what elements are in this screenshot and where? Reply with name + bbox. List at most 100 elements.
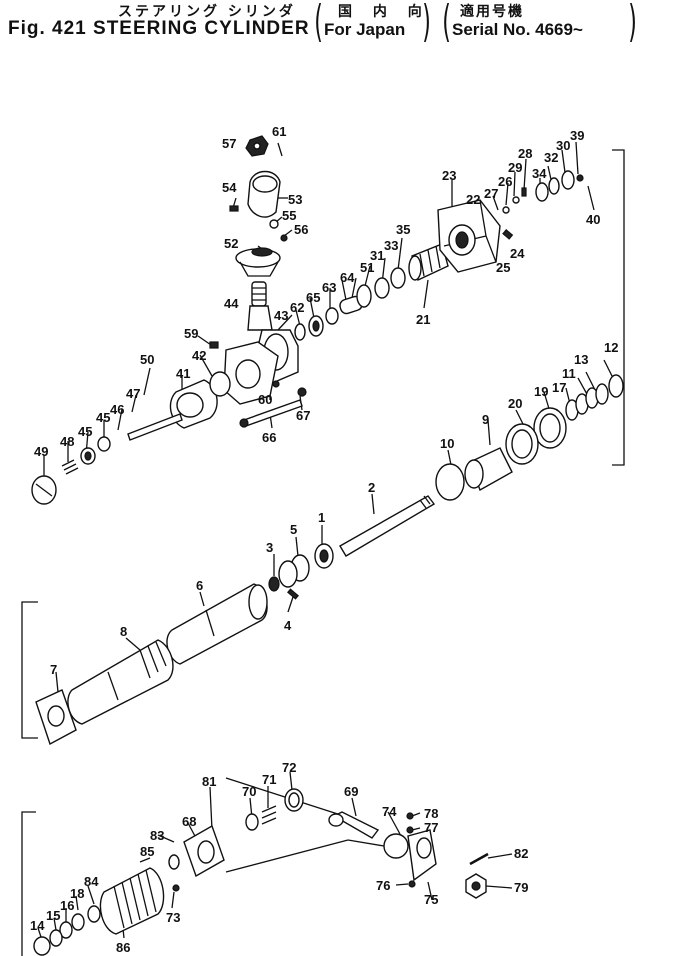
callout-83: 83 bbox=[150, 828, 164, 843]
callout-82: 82 bbox=[514, 846, 528, 861]
callout-74: 74 bbox=[382, 804, 397, 819]
callout-45-duplicate: 45 bbox=[78, 424, 92, 439]
callout-66: 66 bbox=[262, 430, 276, 445]
callout-77: 77 bbox=[424, 820, 438, 835]
part-oring-10 bbox=[435, 463, 465, 501]
part-washer-67 bbox=[297, 387, 307, 397]
callout-labels: 1234567891011121314151617181920212223242… bbox=[30, 124, 618, 955]
part-piston-1 bbox=[314, 543, 334, 569]
title-japanese: ステアリング シリンダ bbox=[118, 4, 296, 20]
callout-21: 21 bbox=[416, 312, 430, 327]
callout-4: 4 bbox=[284, 618, 292, 633]
paren-left: ( bbox=[314, 0, 323, 47]
part-piston-rod-2 bbox=[339, 495, 436, 557]
part-nut-57 bbox=[245, 135, 269, 157]
callout-57: 57 bbox=[222, 136, 236, 151]
part-pin-54 bbox=[229, 205, 239, 212]
callout-35: 35 bbox=[396, 222, 410, 237]
callout-76: 76 bbox=[376, 878, 390, 893]
callout-9: 9 bbox=[482, 412, 489, 427]
callout-29: 29 bbox=[508, 160, 522, 175]
callout-64: 64 bbox=[340, 270, 355, 285]
part-ball-stud-44 bbox=[247, 281, 273, 331]
callout-56: 56 bbox=[294, 222, 308, 237]
callout-18: 18 bbox=[70, 886, 84, 901]
callout-60: 60 bbox=[258, 392, 272, 407]
callout-7: 7 bbox=[50, 662, 57, 677]
callout-20: 20 bbox=[508, 396, 522, 411]
part-seat-52 bbox=[235, 247, 281, 277]
part-spool-21 bbox=[408, 243, 449, 281]
callout-62: 62 bbox=[290, 300, 304, 315]
callout-85: 85 bbox=[140, 844, 154, 859]
leader-lines bbox=[37, 141, 615, 941]
callout-2: 2 bbox=[368, 480, 375, 495]
callout-78: 78 bbox=[424, 806, 438, 821]
serial-label: Serial No. 4669~ bbox=[452, 20, 583, 39]
callout-45: 45 bbox=[96, 410, 110, 425]
callout-10: 10 bbox=[440, 436, 454, 451]
callout-53: 53 bbox=[288, 192, 302, 207]
part-bushing-55 bbox=[269, 219, 279, 229]
callout-81: 81 bbox=[202, 774, 216, 789]
callout-16: 16 bbox=[60, 898, 74, 913]
callout-6: 6 bbox=[196, 578, 203, 593]
callout-55: 55 bbox=[282, 208, 296, 223]
part-body-68 bbox=[183, 824, 225, 878]
part-spring-48 bbox=[61, 459, 79, 475]
callout-40: 40 bbox=[586, 212, 600, 227]
callout-63: 63 bbox=[322, 280, 336, 295]
callout-47: 47 bbox=[126, 386, 140, 401]
callout-23: 23 bbox=[442, 168, 456, 183]
callout-48: 48 bbox=[60, 434, 74, 449]
callout-5: 5 bbox=[290, 522, 297, 537]
callout-8: 8 bbox=[120, 624, 127, 639]
callout-19: 19 bbox=[534, 384, 548, 399]
callout-43: 43 bbox=[274, 308, 288, 323]
part-bolt-66 bbox=[239, 399, 303, 428]
callout-70: 70 bbox=[242, 784, 256, 799]
callout-67: 67 bbox=[296, 408, 310, 423]
callout-69: 69 bbox=[344, 784, 358, 799]
callout-11: 11 bbox=[562, 366, 576, 381]
part-ball-stud-69 bbox=[328, 811, 380, 839]
part-pins-24-29 bbox=[502, 187, 527, 240]
serial-japanese: 適用号機 bbox=[460, 4, 524, 20]
callout-30: 30 bbox=[556, 138, 570, 153]
part-rod-47 bbox=[127, 413, 183, 441]
part-end-flange-7 bbox=[35, 689, 77, 746]
callout-73: 73 bbox=[166, 910, 180, 925]
callout-33: 33 bbox=[384, 238, 398, 253]
variant-japanese: 国 内 向 bbox=[338, 4, 430, 20]
callout-22: 22 bbox=[466, 192, 480, 207]
callout-44: 44 bbox=[224, 296, 239, 311]
part-piston-head-9 bbox=[464, 447, 513, 492]
part-nut-79 bbox=[465, 873, 487, 899]
callout-27: 27 bbox=[484, 186, 498, 201]
callout-51: 51 bbox=[360, 260, 374, 275]
paren-right: ) bbox=[422, 0, 431, 47]
callout-61: 61 bbox=[272, 124, 286, 139]
part-pin-82 bbox=[469, 852, 489, 866]
callout-32: 32 bbox=[544, 150, 558, 165]
part-washer-60 bbox=[272, 380, 280, 388]
variant-label: For Japan bbox=[324, 20, 406, 39]
callout-71: 71 bbox=[262, 772, 276, 787]
part-sleeve-70-72 bbox=[245, 788, 304, 831]
callout-86: 86 bbox=[116, 940, 130, 955]
part-washer-56 bbox=[280, 234, 288, 242]
callout-42: 42 bbox=[192, 348, 206, 363]
part-rings-62-65 bbox=[294, 307, 339, 341]
part-gland-19-20 bbox=[505, 407, 567, 465]
part-rings-5-3 bbox=[268, 554, 310, 592]
callout-15: 15 bbox=[46, 908, 60, 923]
callout-24: 24 bbox=[510, 246, 525, 261]
part-pins-76-78 bbox=[406, 812, 416, 888]
callout-46: 46 bbox=[110, 402, 124, 417]
part-flange-block bbox=[223, 341, 279, 405]
part-clevis-74-75 bbox=[383, 829, 437, 882]
part-cylinder-6 bbox=[166, 583, 268, 665]
callout-13: 13 bbox=[574, 352, 588, 367]
callout-28: 28 bbox=[518, 146, 532, 161]
part-small-parts-45-46 bbox=[80, 436, 111, 465]
